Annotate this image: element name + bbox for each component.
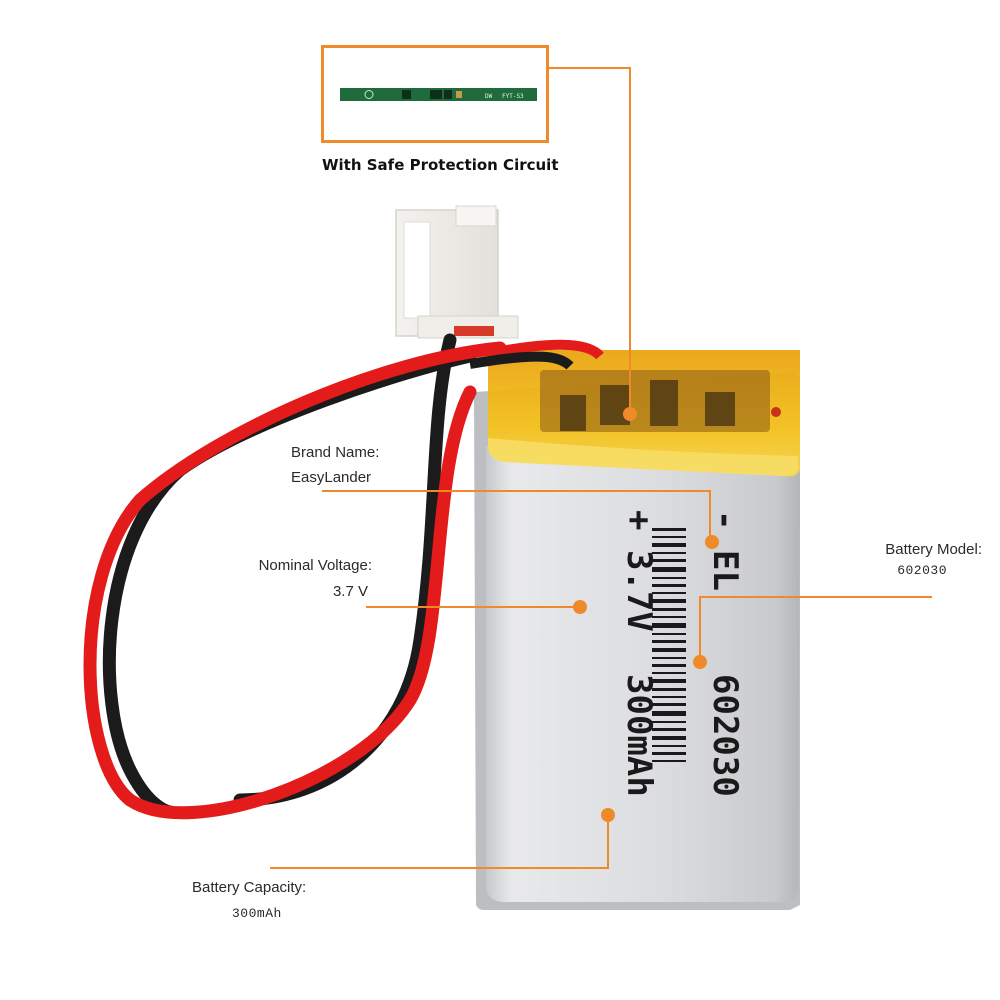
pcb-marking: FYT-S3 [502,93,524,100]
barcode-bar [652,760,686,762]
battery-body [486,446,800,902]
barcode-bar [652,543,686,547]
model-title: Battery Model: [885,541,982,558]
barcode-bar [652,648,686,652]
barcode-bar [652,559,686,562]
barcode-bar [652,640,686,643]
battery-print-capacity: 300mAh [619,674,659,797]
barcode-bar [652,721,686,723]
barcode-bar [652,623,686,628]
barcode-bar [652,599,686,603]
barcode-bar [652,552,686,554]
pcb-caption: With Safe Protection Circuit [322,156,559,174]
barcode-bar [652,679,686,683]
pcb-board-image: DW FYT-S3 [340,88,537,101]
battery-print-minus: - [705,510,745,530]
barcode-bar [652,528,686,531]
model-value: 602030 [897,563,947,578]
barcode-bar [652,672,686,674]
barcode-bar [652,703,686,706]
barcode-bar [652,616,686,618]
barcode-bar [652,633,686,635]
red-wire [83,341,507,820]
battery-barcode [652,528,686,762]
battery-print-plus: + [619,510,659,530]
capacity-value: 300mAh [232,906,282,921]
barcode-bar [652,664,686,667]
callout-dots [573,407,719,822]
barcode-bar [652,745,686,747]
barcode-bar [652,736,686,740]
battery-print-brand: EL [705,550,745,591]
jst-connector [395,205,519,339]
barcode-bar [652,608,686,611]
battery-print-voltage: 3.7V [619,550,659,632]
callout-lines [270,67,932,869]
barcode-bar [652,536,686,538]
battery-print-model: 602030 [705,674,745,797]
barcode-bar [652,728,686,731]
barcode-bar [652,688,686,691]
barcode-bar [652,711,686,716]
barcode-bar [652,567,686,572]
barcode-bar [652,696,686,698]
pcb-code: DW [485,93,493,100]
barcode-bar [652,577,686,579]
voltage-value: 3.7 V [332,583,368,600]
pcb-inset: DW FYT-S3 [321,45,549,143]
battery-printed-text: + 3.7V 300mAh - EL 602030 [619,510,745,797]
barcode-bar [652,657,686,659]
capacity-title: Battery Capacity: [192,879,307,896]
brand-value: EasyLander [291,469,372,486]
barcode-bar [652,752,686,755]
barcode-bar [652,584,686,587]
brand-title: Brand Name: [291,444,380,461]
voltage-title: Nominal Voltage: [258,557,372,574]
barcode-bar [652,592,686,594]
